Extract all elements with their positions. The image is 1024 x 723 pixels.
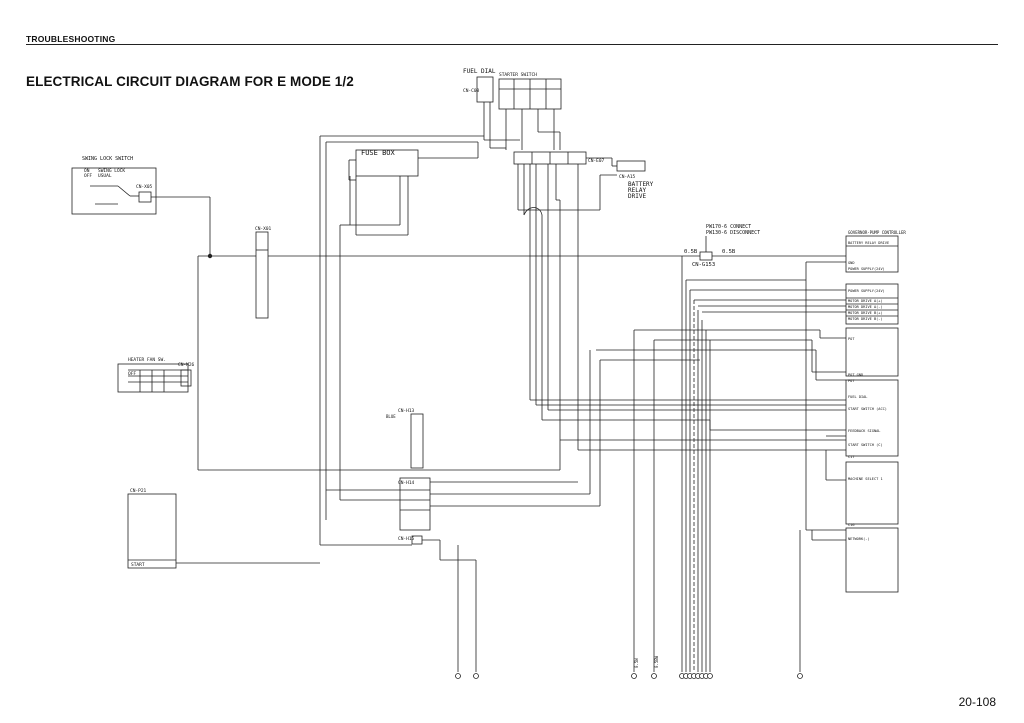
swing-lock-switch — [71, 167, 157, 215]
controller-pin-14: START SWITCH (C) — [848, 443, 883, 447]
wire-05b-left: 0.5B — [684, 249, 698, 255]
swing-lock-state-off: USUAL — [98, 173, 112, 179]
pw-disconnect-label: PW130-6 DISCONNECT — [706, 230, 760, 236]
ground-label-2: 0.5BW — [654, 655, 659, 668]
controller-pin-1: GND — [848, 261, 855, 265]
swing-lock-state-on: SWING LOCK — [98, 168, 125, 174]
controller-pin-7: MOTOR DRIVE B(-) — [848, 317, 883, 321]
cn-e07-label: CN-E07 — [588, 158, 605, 164]
controller-label: GOVERNOR-PUMP CONTROLLER — [848, 230, 906, 235]
controller-pin-10: POT — [848, 379, 855, 383]
starter-switch-label: STARTER SWITCH — [499, 72, 537, 78]
cn-p21-label: CN-P21 — [130, 488, 147, 494]
cn-c08-label: CN-C08 — [463, 88, 480, 94]
controller-pin-4: MOTOR DRIVE A(+) — [848, 299, 883, 303]
fuse-box-label: FUSE BOX — [361, 149, 396, 157]
controller-pin-18: NETWORK(-) — [848, 537, 870, 541]
ground-label-1: 0.5W — [634, 658, 639, 668]
controller-pin-2: POWER SUPPLY(24V) — [848, 267, 885, 271]
controller-pin-8: POT — [848, 337, 855, 341]
cn-x01-connector — [255, 231, 269, 319]
cn-h14-label: CN-H14 — [398, 480, 415, 486]
pw-connect-label: PW170-6 CONNECT — [706, 224, 751, 230]
cn-h13-connector — [410, 413, 424, 469]
controller-pin-6: MOTOR DRIVE B(+) — [848, 311, 883, 315]
controller-pin-11: FUEL DIAL — [848, 395, 867, 399]
cn-x05-label: CN-X05 — [136, 184, 153, 190]
fuel-dial-block — [476, 76, 494, 103]
controller-box-3 — [845, 327, 899, 377]
controller-box-4 — [845, 379, 899, 457]
battery-relay-label-1: BATTERY — [628, 181, 654, 188]
heater-off-label: OFF — [128, 371, 136, 377]
controller-pin-15: C17 — [848, 455, 855, 459]
controller-pin-0: BATTERY RELAY DRIVE — [848, 241, 889, 245]
cn-h13-label: CN-H13 — [398, 408, 415, 414]
cn-g153-connector — [699, 251, 713, 261]
controller-pin-5: MOTOR DRIVE A(-) — [848, 305, 883, 309]
cn-a15-connector — [616, 160, 646, 172]
controller-pin-16: MACHINE SELECT 1 — [848, 477, 883, 481]
cn-m26-label: CN-M26 — [178, 362, 195, 368]
controller-pin-9: POT GND — [848, 373, 863, 377]
battery-relay-label-3: DRIVE — [628, 193, 646, 200]
section-header: TROUBLESHOOTING — [26, 34, 116, 44]
controller-box-6 — [845, 527, 899, 593]
swing-lock-off-label: OFF — [84, 173, 92, 179]
controller-pin-12: START SWITCH (ACC) — [848, 407, 887, 411]
cn-x01-label: CN-X01 — [255, 226, 272, 232]
controller-box-1 — [845, 235, 899, 273]
wire-05b-right: 0.5B — [722, 249, 736, 255]
controller-pin-3: POWER SUPPLY(24V) — [848, 289, 885, 293]
cn-a15-label: CN-A15 — [619, 174, 636, 180]
cn-h15-label: CN-H15 — [398, 536, 415, 542]
blue-label: BLUE — [386, 414, 396, 419]
header-rule — [26, 44, 998, 45]
start-label: START — [131, 562, 145, 568]
ground-terminals — [455, 673, 803, 679]
swing-lock-on-label: ON — [84, 168, 90, 174]
heater-fan-switch — [117, 363, 189, 393]
controller-pin-13: FEEDBACK SIGNAL — [848, 429, 880, 433]
fuse-box — [355, 149, 419, 177]
controller-pin-17: C16 — [848, 523, 855, 527]
page-number: 20-108 — [958, 695, 996, 709]
heater-fan-label: HEATER FAN SW. — [128, 357, 166, 363]
fuel-dial-label: FUEL DIAL — [463, 68, 496, 75]
cn-h14-connector — [399, 477, 431, 531]
cn-p21-block — [127, 493, 177, 569]
swing-lock-switch-label: SWING LOCK SWITCH — [82, 156, 133, 162]
cn-g153-label: CN-G153 — [692, 262, 715, 268]
battery-relay-label-2: RELAY — [628, 187, 646, 194]
controller-box-5 — [845, 461, 899, 525]
diagram-title: ELECTRICAL CIRCUIT DIAGRAM FOR E MODE 1/… — [26, 74, 354, 89]
